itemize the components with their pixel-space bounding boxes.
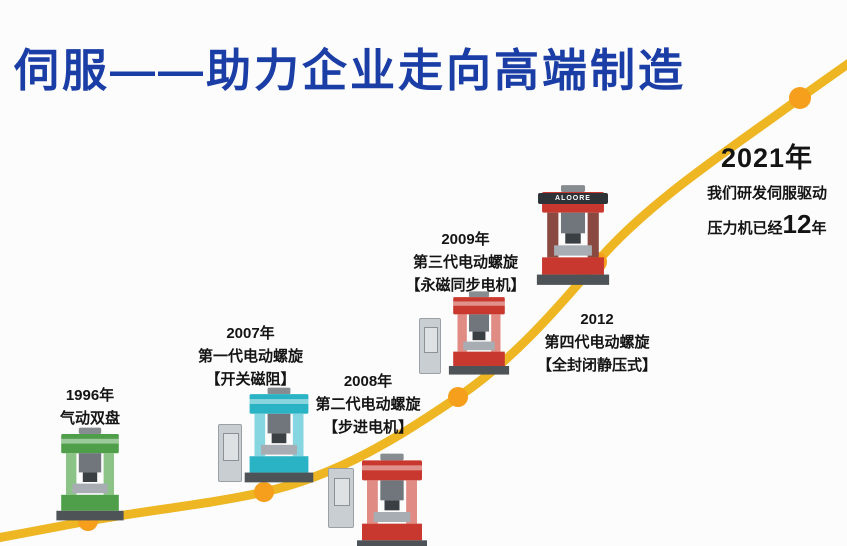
years-text-suffix: 年 bbox=[811, 220, 827, 237]
milestone-dot-2007 bbox=[254, 482, 274, 502]
milestone-1996: 1996年 气动双盘 bbox=[38, 384, 142, 430]
machine-brand-label: ALOORE bbox=[538, 193, 608, 204]
years-count: 12 bbox=[782, 209, 812, 239]
milestone-label: 第二代电动螺旋 bbox=[315, 396, 421, 413]
milestone-2012: 2012 第四代电动螺旋 【全封闭静压式】 bbox=[523, 308, 671, 377]
milestone-sublabel: 【全封闭静压式】 bbox=[536, 357, 657, 374]
milestone-year: 2012 bbox=[580, 311, 614, 328]
control-cabinet-icon bbox=[328, 468, 354, 528]
milestone-2021: 2021年 我们研发伺服驱动 压力机已经12年 bbox=[688, 143, 846, 240]
milestone-label: 第四代电动螺旋 bbox=[544, 334, 650, 351]
milestone-sublabel: 压力机已经12年 bbox=[688, 211, 846, 240]
milestone-year: 1996年 bbox=[65, 387, 115, 404]
milestone-dot-2021 bbox=[789, 87, 811, 109]
machine-icon-second-gen-screw-press bbox=[348, 452, 436, 546]
milestone-2007: 2007年 第一代电动螺旋 【开关磁阻】 bbox=[178, 322, 323, 391]
milestone-year: 2009年 bbox=[441, 231, 490, 248]
milestone-sublabel: 【永磁同步电机】 bbox=[405, 277, 526, 294]
control-cabinet-icon bbox=[218, 424, 242, 482]
milestone-sublabel: 【步进电机】 bbox=[322, 419, 413, 436]
milestone-year: 2007年 bbox=[226, 325, 275, 342]
milestone-label: 第三代电动螺旋 bbox=[412, 254, 518, 271]
milestone-sublabel: 【开关磁阻】 bbox=[205, 371, 296, 388]
milestone-label: 气动双盘 bbox=[59, 410, 120, 427]
milestone-2008: 2008年 第二代电动螺旋 【步进电机】 bbox=[298, 370, 438, 439]
page-title: 伺服——助力企业走向高端制造 bbox=[14, 45, 687, 96]
milestone-label: 第一代电动螺旋 bbox=[197, 348, 303, 365]
milestone-dot-2008 bbox=[448, 387, 468, 407]
control-cabinet-icon bbox=[419, 318, 441, 374]
milestone-year: 2021年 bbox=[720, 143, 814, 173]
machine-icon-third-gen-screw-press bbox=[438, 290, 520, 376]
milestone-year: 2008年 bbox=[343, 373, 393, 390]
years-text-prefix: 压力机已经 bbox=[707, 220, 783, 237]
machine-icon-pneumatic-double-disc bbox=[50, 426, 130, 522]
milestone-label: 我们研发伺服驱动 bbox=[706, 185, 827, 202]
milestone-2009: 2009年 第三代电动螺旋 【永磁同步电机】 bbox=[393, 228, 538, 297]
